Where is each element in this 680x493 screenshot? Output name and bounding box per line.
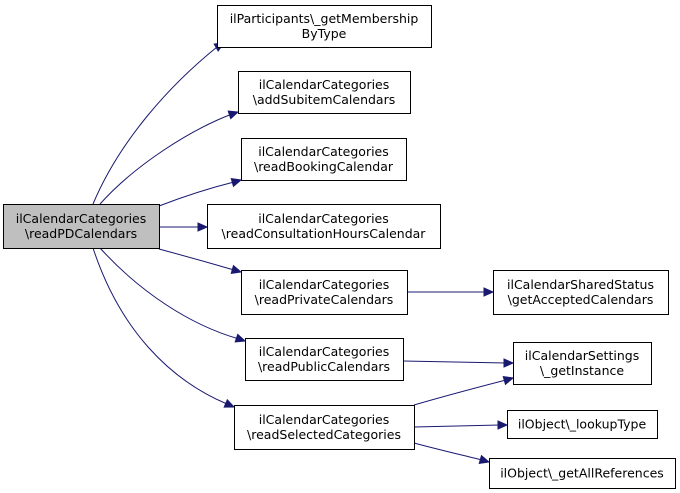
node-label: \readPDCalendars — [25, 226, 137, 241]
edge-root-to-booking — [158, 178, 243, 207]
edge-selected-to-allrefs — [413, 442, 491, 464]
node-label: ilCalendarCategories — [259, 77, 390, 92]
edge-root-to-public — [99, 247, 247, 343]
edge-private-to-shared — [407, 287, 495, 297]
node-box — [513, 342, 652, 385]
node-label: \readBookingCalendar — [254, 159, 394, 174]
edge-line — [402, 360, 507, 364]
node-lookup[interactable]: ilObject\_lookupType — [507, 410, 658, 439]
node-box — [238, 71, 411, 114]
node-label: ilObject\_lookupType — [518, 417, 647, 432]
node-box — [489, 458, 676, 489]
arrowhead — [230, 264, 243, 274]
node-label: \readPublicCalendars — [258, 359, 390, 374]
node-box — [241, 138, 407, 181]
node-label: \readSelectedCategories — [247, 427, 401, 442]
node-label: ilCalendarCategories — [259, 277, 390, 292]
edge-line — [413, 379, 507, 406]
node-label: ilCalendarCategories — [258, 211, 389, 226]
edge-public-to-settings — [402, 358, 515, 368]
arrowhead — [223, 398, 236, 408]
node-box — [507, 410, 658, 439]
node-root[interactable]: ilCalendarCategories\readPDCalendars — [3, 204, 160, 249]
node-label: \getAcceptedCalendars — [508, 292, 654, 307]
arrowhead — [227, 110, 240, 120]
node-label: \_getInstance — [540, 363, 624, 378]
edge-line — [413, 442, 483, 461]
edge-root-to-addsubitem — [99, 110, 240, 205]
node-box — [217, 5, 432, 48]
node-shared[interactable]: ilCalendarSharedStatus\getAcceptedCalend… — [493, 270, 669, 315]
node-label: ilCalendarCategories — [258, 144, 389, 159]
node-box — [245, 338, 404, 381]
arrowhead — [503, 358, 515, 368]
node-label: \addSubitemCalendars — [253, 92, 396, 107]
node-private[interactable]: ilCalendarCategories\readPrivateCalendar… — [241, 270, 408, 315]
node-label: ilObject\_getAllReferences — [500, 466, 664, 481]
edge-selected-to-settings — [413, 376, 515, 406]
node-public[interactable]: ilCalendarCategories\readPublicCalendars — [245, 338, 404, 381]
node-label: \readConsultationHoursCalendar — [222, 226, 427, 241]
node-label: ilCalendarCategories — [259, 412, 390, 427]
arrowhead — [478, 454, 491, 464]
node-selected[interactable]: ilCalendarCategories\readSelectedCategor… — [234, 405, 415, 450]
edge-line — [99, 113, 233, 205]
edge-line — [99, 247, 240, 340]
edge-line — [92, 46, 218, 205]
node-allrefs[interactable]: ilObject\_getAllReferences — [489, 458, 676, 489]
edges-layer — [92, 42, 515, 464]
node-box — [493, 270, 669, 315]
node-settings[interactable]: ilCalendarSettings\_getInstance — [513, 342, 652, 385]
edge-root-to-membership — [92, 42, 226, 205]
arrowhead — [502, 376, 515, 386]
node-label: ilParticipants\_getMembership — [230, 11, 419, 26]
edge-line — [413, 424, 501, 428]
edge-root-to-selected — [92, 247, 236, 408]
nodes-layer: ilCalendarCategories\readPDCalendarsilPa… — [3, 5, 676, 489]
edge-selected-to-lookup — [413, 420, 509, 430]
arrowhead — [234, 333, 247, 343]
node-box — [234, 405, 415, 450]
arrowhead — [497, 420, 509, 430]
node-label: ilCalendarSharedStatus — [507, 277, 654, 292]
arrowhead — [197, 222, 209, 232]
node-box — [3, 204, 160, 249]
arrowhead — [483, 287, 495, 297]
edge-line — [158, 181, 235, 207]
node-label: ByType — [302, 26, 347, 41]
node-label: \readPrivateCalendars — [255, 292, 394, 307]
edge-root-to-private — [158, 248, 243, 274]
edge-root-to-consultation — [159, 222, 209, 232]
node-box — [241, 270, 408, 315]
node-label: ilCalendarCategories — [259, 344, 390, 359]
edge-line — [92, 247, 228, 405]
node-booking[interactable]: ilCalendarCategories\readBookingCalendar — [241, 138, 407, 181]
node-addsubitem[interactable]: ilCalendarCategories\addSubitemCalendars — [238, 71, 411, 114]
node-consultation[interactable]: ilCalendarCategories\readConsultationHou… — [207, 204, 441, 249]
node-label: ilCalendarCategories — [16, 211, 147, 226]
arrowhead — [230, 178, 243, 188]
edge-line — [158, 248, 235, 271]
node-box — [207, 204, 441, 249]
node-label: ilCalendarSettings — [525, 348, 639, 363]
